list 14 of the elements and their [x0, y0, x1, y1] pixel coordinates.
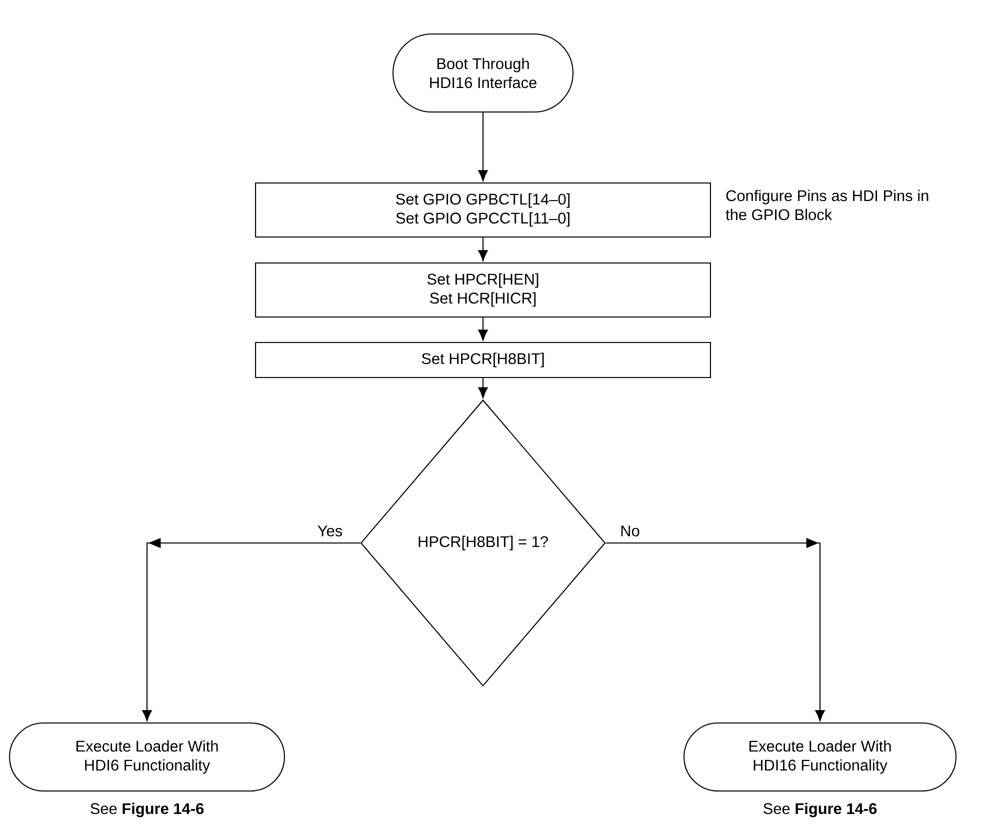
- arrow: [478, 238, 488, 262]
- edge-label: Yes: [316, 524, 344, 538]
- arrow: [478, 318, 488, 341]
- arrow: [142, 538, 360, 722]
- arrow: [606, 538, 825, 722]
- note-text: Configure Pins as HDI Pins in the GPIO Block: [726, 190, 928, 220]
- process-box: Set HPCR[HEN] Set HCR[HICR]: [255, 262, 711, 318]
- note-text: See Figure 14-6: [764, 802, 877, 818]
- note-text: See Figure 14-6: [90, 802, 204, 818]
- arrow: [478, 378, 488, 398]
- edge-label: No: [618, 524, 642, 538]
- arrow: [478, 112, 488, 182]
- process-box: Set HPCR[H8BIT]: [255, 342, 711, 378]
- process-box: Set GPIO GPBCTL[14–0] Set GPIO GPCCTL[11–0]: [255, 182, 711, 238]
